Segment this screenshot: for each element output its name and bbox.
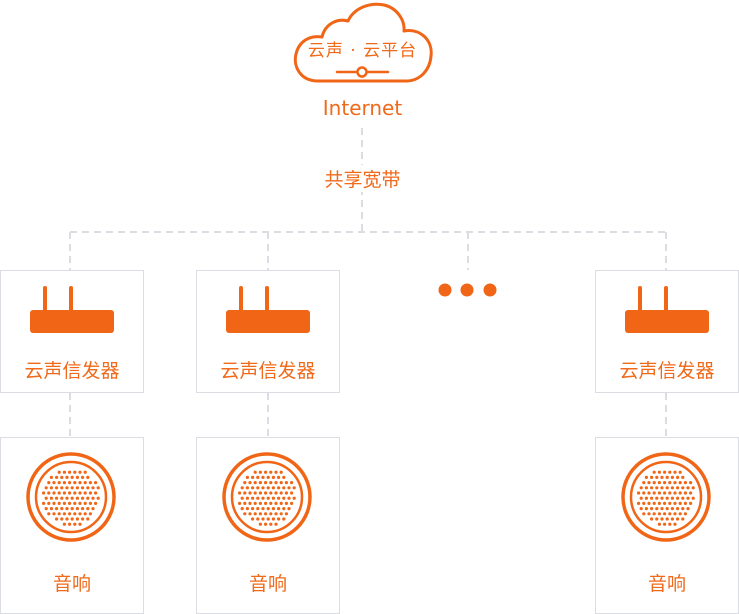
router-icon [625,286,709,333]
transmitter-label: 云声信发器 [619,360,715,382]
speaker-icon [222,452,312,542]
shared-band-label: 共享宽带 [300,165,425,192]
speaker-icon [621,452,711,542]
router-icon [226,286,310,333]
router-icon [30,286,114,333]
transmitter-label: 云声信发器 [24,360,120,382]
speaker-box [0,437,144,614]
internet-label: Internet [322,96,403,120]
speaker-icon [26,452,116,542]
transmitter-label: 云声信发器 [220,360,316,382]
speaker-label: 音响 [52,573,91,595]
ellipsis-icon [438,283,497,297]
speaker-label: 音响 [647,573,686,595]
cloud-label: 云声 · 云平台 [307,41,418,61]
speaker-box [196,437,340,614]
speaker-label: 音响 [248,573,287,595]
